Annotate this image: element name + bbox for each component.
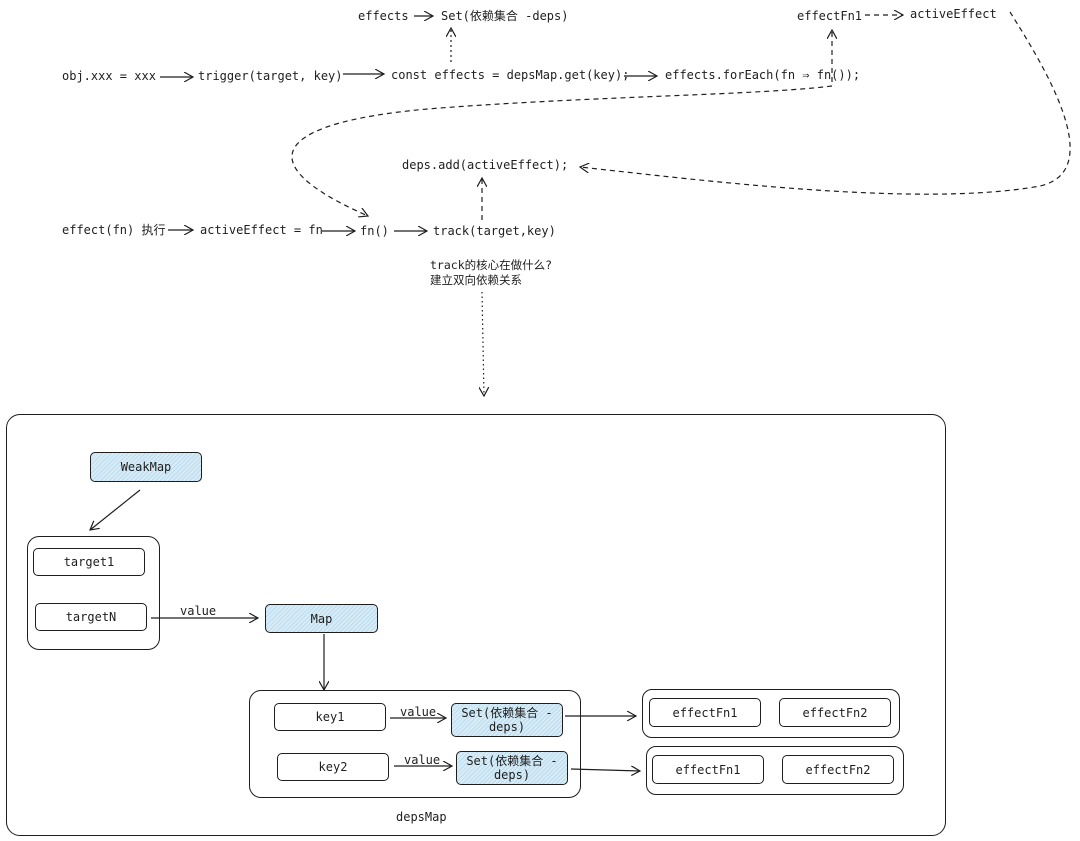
label-value-targetn: value [180,604,217,618]
targetn-label: targetN [65,610,117,624]
depsmap-container [249,690,581,798]
set1-label-line1: Set(依赖集合 - [461,706,553,720]
targets-container [27,536,160,650]
weakmap-node: WeakMap [90,452,202,482]
label-depsadd: deps.add(activeEffect); [402,158,569,172]
set2-label-line2: deps) [493,768,531,782]
target1-node: target1 [33,548,145,576]
arrow-foreach-to-fn [291,85,833,216]
label-set-deps-top: Set(依赖集合 -deps) [441,9,569,23]
effectfn1-node-b: effectFn1 [652,755,764,784]
effectfns-container-2 [646,746,904,795]
effectfn1-label-a: effectFn1 [672,705,738,720]
label-effect-exec: effect(fn) 执行 [62,223,166,237]
set2-label-line1: Set(依赖集合 - [466,754,558,768]
label-activeeffect-top: activeEffect [910,7,997,21]
effectfns-container-1 [642,689,900,738]
weakmap-label: WeakMap [120,460,172,474]
label-activeeffect-assign: activeEffect = fn [200,223,323,237]
effectfn1-node-a: effectFn1 [649,698,761,727]
label-assign: obj.xxx = xxx [62,69,156,83]
effectfn2-label-b: effectFn2 [805,762,871,777]
map-node: Map [265,604,378,633]
label-fn-call: fn() [360,224,389,238]
set2-node: Set(依赖集合 - deps) [456,751,568,785]
structure-container [6,414,946,836]
effectfn2-label-a: effectFn2 [802,705,868,720]
note-line-2: 建立双向依赖关系 [430,273,522,287]
arrow-activeeffect-to-depsadd [580,11,1071,195]
label-const-effects: const effects = depsMap.get(key); [391,68,630,82]
label-effectfn1-top: effectFn1 [797,9,863,23]
arrow-note-to-structure [482,291,484,396]
key2-node: key2 [277,753,389,781]
label-track: track(target,key) [433,224,556,238]
effectfn2-node-b: effectFn2 [782,755,894,784]
note-line-1: track的核心在做什么? [430,258,553,272]
key1-label: key1 [315,710,345,724]
set1-node: Set(依赖集合 - deps) [451,703,563,737]
map-label: Map [310,611,333,626]
label-trigger: trigger(target, key) [198,69,343,83]
label-foreach: effects.forEach(fn ⇒ fn()); [665,68,861,82]
target1-label: target1 [63,555,115,569]
label-value-key2: value [404,753,441,767]
label-value-key1: value [400,705,437,719]
key1-node: key1 [274,703,386,731]
label-depsmap: depsMap [396,810,447,824]
effectfn2-node-a: effectFn2 [779,698,891,727]
targetn-node: targetN [35,603,147,631]
set1-label-line2: deps) [488,720,526,734]
arrow-set2-to-fns [570,769,640,771]
label-effects: effects [358,9,409,23]
effectfn1-label-b: effectFn1 [675,762,741,777]
key2-label: key2 [318,760,348,774]
arrow-weakmap-to-targets [90,489,141,530]
